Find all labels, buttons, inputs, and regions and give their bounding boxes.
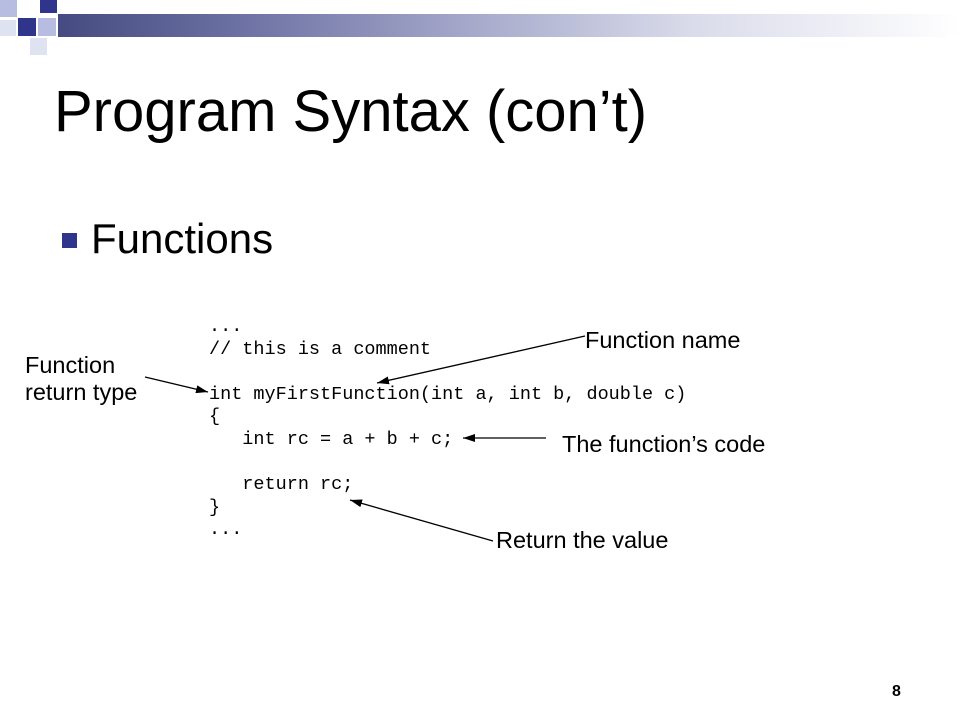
label-function-code: The function’s code xyxy=(562,431,766,457)
arrow-to-return-type xyxy=(144,376,209,394)
decorative-square xyxy=(38,18,56,36)
decorative-square xyxy=(40,0,57,13)
page-number: 8 xyxy=(892,683,901,700)
slide-title: Program Syntax (con’t) xyxy=(54,79,648,144)
code-line: ... xyxy=(209,316,243,337)
label-return-type-line: Function xyxy=(25,352,116,378)
decorative-square xyxy=(0,0,17,17)
code-line: ... xyxy=(209,519,243,541)
code-block: ... // this is a comment int myFirstFunc… xyxy=(209,316,686,542)
bullet-text: Functions xyxy=(91,215,274,262)
label-return-type-line: return type xyxy=(25,379,138,405)
arrow-to-function-name xyxy=(376,335,586,385)
arrow-to-return-value xyxy=(349,499,494,542)
header-gradient-bar xyxy=(58,14,960,37)
label-return-type: Function return type xyxy=(25,352,137,406)
decorative-square xyxy=(30,38,47,55)
decorative-square xyxy=(18,18,36,36)
code-line: { xyxy=(209,406,221,428)
code-line: int rc = a + b + c; xyxy=(209,428,454,450)
code-line: return rc; xyxy=(209,474,354,496)
label-function-name: Function name xyxy=(585,327,741,353)
code-line: // this is a comment xyxy=(209,338,432,360)
square-bullet-icon xyxy=(62,233,77,248)
decorative-square xyxy=(0,20,16,36)
label-return-value: Return the value xyxy=(496,527,669,553)
code-line: int myFirstFunction(int a, int b, double… xyxy=(209,383,687,405)
code-line: } xyxy=(209,496,221,518)
